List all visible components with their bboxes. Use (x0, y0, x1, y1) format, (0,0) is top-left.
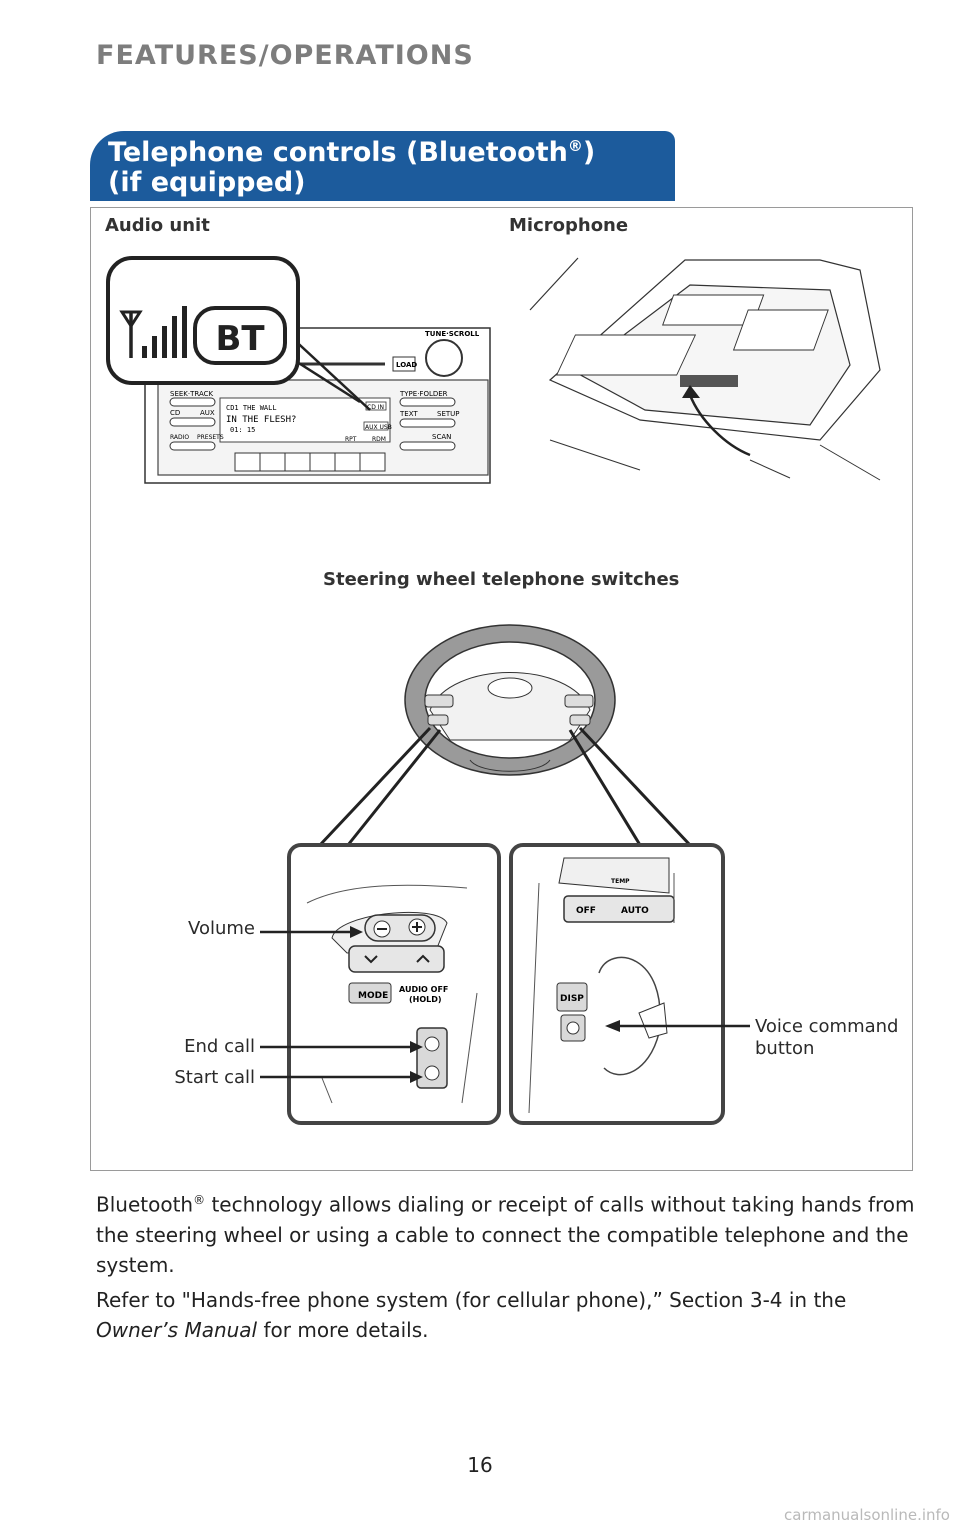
voice-command-icon (566, 1021, 580, 1035)
callout-pointers (260, 926, 750, 1083)
svg-text:PRESETS: PRESETS (197, 434, 224, 441)
svg-text:TEMP: TEMP (611, 878, 630, 885)
bluetooth-badge (193, 306, 287, 365)
svg-text:TYPE·FOLDER: TYPE·FOLDER (399, 390, 448, 398)
svg-text:TEXT: TEXT (399, 410, 418, 418)
end-call-label: End call (184, 1036, 255, 1057)
bluetooth-badge-text: BT (215, 319, 265, 359)
section-header: FEATURES/OPERATIONS (96, 40, 474, 71)
page-number: 16 (467, 1453, 493, 1477)
svg-text:SEEK·TRACK: SEEK·TRACK (170, 390, 214, 398)
svg-text:AUX: AUX (200, 409, 215, 417)
section-title-tab: Telephone controls (Bluetooth®) (if equi… (90, 131, 675, 201)
paragraph-bluetooth: Bluetooth® technology allows dialing or … (96, 1192, 915, 1277)
audio-unit-illustration: LOAD TUNE·SCROLL CD1 THE WALL IN THE FLE… (106, 256, 491, 484)
svg-text:AUDIO OFF: AUDIO OFF (399, 985, 448, 994)
voice-command-label-line1: Voice command (755, 1016, 899, 1037)
svg-text:OFF: OFF (576, 906, 596, 916)
audio-unit-label: Audio unit (105, 215, 210, 236)
watermark: carmanualsonline.info (784, 1506, 950, 1524)
signal-strength-icon (119, 306, 187, 358)
paragraph-reference: Refer to "Hands-free phone system (for c… (96, 1288, 847, 1342)
svg-text:TUNE·SCROLL: TUNE·SCROLL (425, 330, 480, 338)
svg-text:AUX USB: AUX USB (365, 424, 392, 431)
svg-text:LOAD: LOAD (396, 361, 417, 369)
title-line-1: Telephone controls (Bluetooth®) (108, 137, 596, 168)
svg-text:CD: CD (170, 409, 180, 417)
steering-wheel-illustration (318, 624, 692, 847)
steering-switches-label: Steering wheel telephone switches (323, 569, 680, 590)
voice-command-label-line2: button (755, 1038, 815, 1059)
svg-text:01: 15: 01: 15 (230, 426, 255, 434)
microphone-illustration (529, 257, 881, 481)
svg-text:SETUP: SETUP (437, 410, 460, 418)
svg-text:AUTO: AUTO (621, 906, 649, 916)
right-switch-panel: OFF AUTO TEMP DISP (509, 843, 725, 1125)
svg-text:RPT: RPT (345, 436, 357, 443)
microphone-grille (680, 375, 738, 387)
start-call-icon (424, 1065, 440, 1081)
volume-label: Volume (188, 918, 255, 939)
left-switch-panel: MODE AUDIO OFF (HOLD) (287, 843, 501, 1125)
svg-text:CD IN: CD IN (367, 404, 384, 411)
svg-text:DISP: DISP (560, 994, 584, 1004)
figure-frame (90, 207, 913, 1171)
microphone-label: Microphone (509, 215, 629, 236)
chevron-down-icon (364, 955, 378, 964)
svg-text:RADIO: RADIO (170, 434, 189, 441)
start-call-label: Start call (174, 1067, 255, 1088)
svg-text:RDM: RDM (372, 436, 386, 443)
svg-text:(HOLD): (HOLD) (409, 995, 442, 1004)
svg-text:MODE: MODE (358, 991, 388, 1001)
svg-text:SCAN: SCAN (432, 433, 451, 441)
chevron-up-icon (416, 954, 430, 963)
svg-text:IN THE FLESH?: IN THE FLESH? (226, 415, 296, 425)
svg-text:CD1 THE WALL: CD1 THE WALL (226, 404, 277, 412)
title-line-2: (if equipped) (108, 167, 306, 198)
end-call-icon (424, 1036, 440, 1052)
